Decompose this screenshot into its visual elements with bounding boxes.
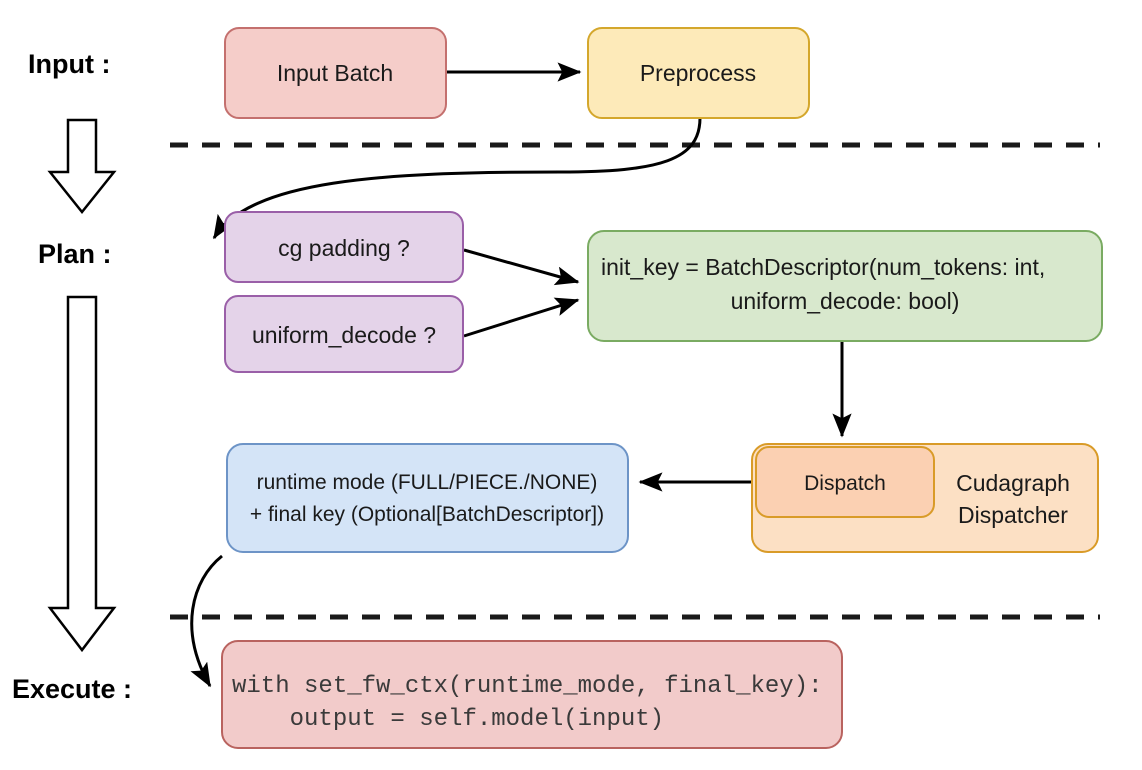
edge-cg-padding-to-init-key	[463, 248, 580, 286]
node-cg-padding-label: cg padding ?	[278, 235, 410, 261]
node-input-batch[interactable]: Input Batch	[224, 27, 447, 119]
node-cg-padding[interactable]: cg padding ?	[224, 211, 464, 283]
stage-label-plan: Plan :	[38, 239, 112, 269]
node-cg-padding-shape	[224, 211, 464, 283]
node-execute-code-line1: with set_fw_ctx(runtime_mode, final_key)…	[232, 673, 823, 700]
stage-flow-arrow-input-to-plan	[47, 118, 117, 215]
node-cudagraph-dispatcher-label-line2: Dispatcher	[958, 502, 1068, 528]
stage-label-execute: Execute :	[12, 674, 132, 704]
edge-runtime-mode-to-execute-code	[190, 554, 223, 688]
edge-preprocess-to-cg-padding	[212, 117, 702, 240]
stage-label-input: Input :	[28, 49, 110, 79]
node-preprocess[interactable]: Preprocess	[587, 27, 810, 119]
node-uniform-decode[interactable]: uniform_decode ?	[224, 295, 464, 373]
node-init-key[interactable]: init_key = BatchDescriptor(num_tokens: i…	[587, 230, 1103, 342]
node-dispatch-shape	[755, 446, 935, 518]
node-runtime-mode-label-line2: + final key (Optional[BatchDescriptor])	[250, 503, 604, 526]
node-preprocess-shape	[587, 27, 810, 119]
node-runtime-mode-shape	[226, 443, 629, 553]
node-runtime-mode-label-line1: runtime mode (FULL/PIECE./NONE)	[257, 471, 598, 494]
node-init-key-label-line1: init_key = BatchDescriptor(num_tokens: i…	[601, 254, 1045, 280]
node-execute-code[interactable]: with set_fw_ctx(runtime_mode, final_key)…	[221, 640, 843, 749]
stage-flow-arrow-plan-to-execute	[47, 295, 117, 653]
node-dispatch[interactable]: Dispatch	[755, 446, 935, 518]
node-uniform-decode-shape	[224, 295, 464, 373]
node-init-key-shape	[587, 230, 1103, 342]
node-input-batch-label: Input Batch	[277, 60, 393, 86]
node-dispatch-label: Dispatch	[804, 472, 886, 495]
node-execute-code-shape	[221, 640, 843, 749]
node-input-batch-shape	[224, 27, 447, 119]
edge-uniform-decode-to-init-key	[463, 297, 580, 338]
node-execute-code-line2: output = self.model(input)	[232, 706, 664, 733]
node-preprocess-label: Preprocess	[640, 60, 756, 86]
node-runtime-mode[interactable]: runtime mode (FULL/PIECE./NONE) + final …	[226, 443, 629, 553]
node-init-key-label-line2: uniform_decode: bool)	[731, 288, 960, 314]
node-uniform-decode-label: uniform_decode ?	[252, 322, 436, 348]
node-cudagraph-dispatcher-label-line1: Cudagraph	[956, 470, 1070, 496]
